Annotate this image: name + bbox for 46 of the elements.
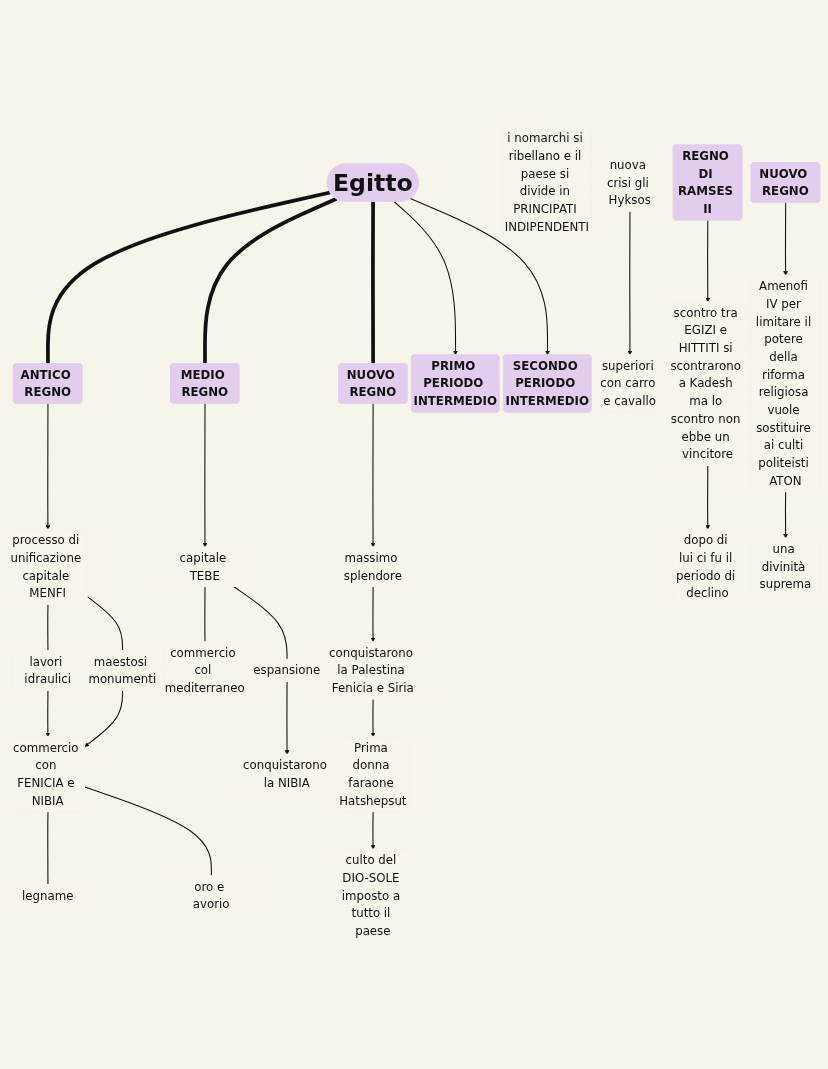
arrow (84, 689, 124, 747)
node-text: conquistarono la Palestina Fenicia e Siria (329, 645, 414, 695)
arrow (409, 197, 550, 356)
connector (203, 197, 338, 364)
node-text: dopo di lui ci fu il periodo di declino (676, 533, 736, 600)
arrow (284, 681, 290, 755)
arrow (783, 202, 788, 276)
connector (47, 603, 49, 652)
connector (204, 586, 206, 643)
node-text: oro e avorio (192, 879, 230, 911)
node-text: espansione (253, 663, 321, 678)
arrow (705, 464, 711, 530)
arrow (783, 491, 788, 539)
node-text: Amenofi IV per limitare il potere della riforma religiosa vuole sostituire ai culti politeisti ATON (755, 279, 812, 488)
arrow (45, 689, 51, 737)
node-text: una divinità suprema (759, 542, 812, 592)
node-text: lavori idraulici (24, 654, 71, 686)
node-text: i nomarchi si ribellano e il paese si divide in PRINCIPATI INDIPENDENTI (504, 131, 589, 234)
node-text: legname (21, 888, 74, 903)
node-text: capitale TEBE (179, 551, 227, 583)
node-text: maestosi monumenti (88, 654, 157, 686)
arrow (370, 698, 376, 737)
arrow (627, 210, 633, 356)
connector (47, 811, 49, 886)
arrow (370, 586, 376, 643)
node-text: processo di unificazione capitale MENFI (10, 533, 82, 600)
arrow (45, 402, 51, 530)
connector (46, 190, 331, 364)
node-text: conquistarono la NIBIA (243, 758, 327, 790)
node-text: Prima donna faraone Hatshepsut (339, 740, 407, 808)
connector (86, 596, 124, 652)
arrow (202, 402, 208, 548)
node-text: culto del DIO-SOLE imposto a tutto il paese (341, 853, 401, 938)
arrow (370, 811, 376, 850)
connector (371, 201, 375, 364)
node-text: scontro tra EGIZI e HITTITI si scontrarono a Kadesh ma lo scontro non ebbe un vincitore (670, 305, 741, 461)
node-text: massimo splendore (343, 551, 402, 583)
arrow (370, 402, 376, 548)
arrow (393, 200, 458, 356)
connector (84, 786, 212, 877)
node-text: commercio col mediterraneo (164, 645, 245, 695)
arrow (705, 219, 711, 303)
node-text: commercio con FENICIA e NIBIA (13, 740, 79, 808)
node-text: superiori con carro e cavallo (600, 359, 657, 408)
connector (233, 586, 288, 661)
node-text: nuova crisi gli Hyksos (606, 158, 651, 207)
